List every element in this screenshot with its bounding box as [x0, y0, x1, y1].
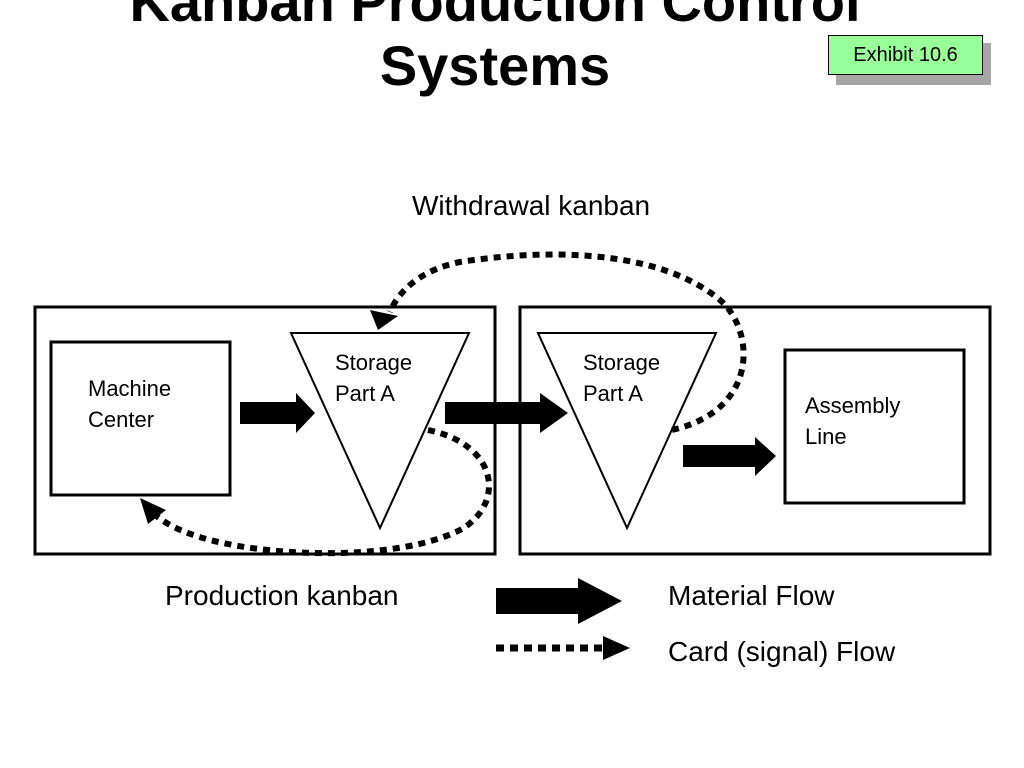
legend-card-flow-label: Card (signal) Flow — [668, 636, 896, 667]
storage-right-line-2: Part A — [583, 381, 643, 406]
title-line-2: Systems — [379, 34, 611, 97]
storage-left-line-2: Part A — [335, 381, 395, 406]
withdrawal-kanban-label: Withdrawal kanban — [412, 190, 651, 221]
assembly-line-line-1: Assembly — [805, 393, 901, 418]
assembly-line-line-2: Line — [805, 424, 847, 449]
withdrawal-kanban-flow — [387, 251, 747, 433]
withdrawal-arrowhead — [370, 310, 398, 330]
page-title: Kanban Production Control Systems — [0, 0, 990, 98]
production-kanban-label: Production kanban — [165, 580, 399, 611]
storage-right-line-1: Storage — [583, 350, 661, 375]
title-line-1: Kanban Production Control — [129, 0, 861, 33]
exhibit-badge: Exhibit 10.6 — [828, 35, 983, 75]
storage-left-label: Storage Part A — [335, 347, 412, 409]
legend-material-arrow — [496, 578, 622, 624]
storage-right-triangle — [536, 332, 718, 531]
machine-center-label: Machine Center — [88, 373, 171, 435]
production-kanban-flow — [149, 427, 492, 557]
legend-material-flow-label: Material Flow — [668, 580, 835, 611]
storage-left-line-1: Storage — [335, 350, 413, 375]
storage-right-label: Storage Part A — [583, 347, 660, 409]
production-arrowhead — [140, 498, 166, 524]
material-arrow-1 — [240, 393, 315, 433]
storage-left-triangle — [289, 332, 471, 531]
machine-center-box — [49, 340, 232, 497]
machine-center-line-2: Center — [88, 407, 155, 432]
assembly-area-frame — [518, 305, 992, 556]
assembly-line-label: Assembly Line — [805, 390, 900, 452]
material-arrow-3 — [683, 437, 776, 476]
production-area-frame — [33, 305, 497, 556]
legend-card-arrowhead — [603, 636, 630, 660]
machine-center-line-1: Machine — [88, 376, 172, 401]
material-arrow-2 — [445, 393, 568, 433]
assembly-line-box — [783, 348, 966, 505]
